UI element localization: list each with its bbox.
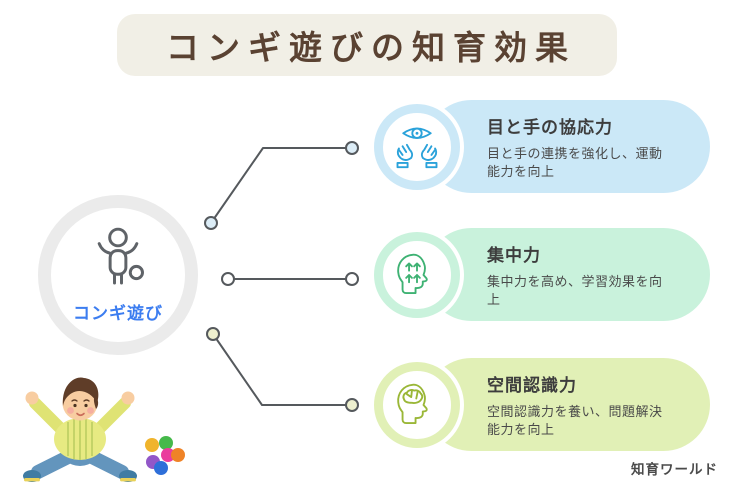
konggi-ball	[154, 461, 168, 475]
child-arms-raised-illustration	[23, 377, 137, 482]
head-arrows-icon	[397, 253, 428, 294]
effect-badge	[370, 358, 464, 452]
effect-title: 集中力	[487, 246, 541, 265]
effect-box-spatial: 空間認識力 空間認識力を養い、問題解決 能力を向上	[425, 358, 710, 451]
effect-badge	[370, 100, 464, 194]
head-brain-icon	[397, 383, 428, 424]
konggi-ball	[145, 438, 159, 452]
effect-badge	[370, 228, 464, 322]
konggi-ball	[159, 436, 173, 450]
brand-label: 知育ワールド	[631, 462, 718, 477]
konggi-ball	[171, 448, 185, 462]
title-banner: コンギ遊びの知育効果	[117, 14, 617, 76]
effect-box-eye-hand: 目と手の協応力 目と手の連携を強化し、運動 能力を向上	[425, 100, 710, 193]
person-with-ball-icon	[97, 227, 144, 284]
effect-box-concentration: 集中力 集中力を高め、学習効果を向 上	[425, 228, 710, 321]
eye-hands-icon	[396, 127, 438, 169]
hub-circle: コンギ遊び	[38, 195, 198, 355]
effect-title: 目と手の協応力	[487, 118, 613, 137]
page-title: コンギ遊びの知育効果	[166, 29, 576, 66]
effect-title: 空間認識力	[487, 376, 577, 395]
hub-label: コンギ遊び	[73, 303, 163, 323]
effect-description: 空間認識力を養い、問題解決 能力を向上	[487, 404, 663, 437]
effect-description: 目と手の連携を強化し、運動 能力を向上	[487, 146, 663, 179]
effect-description: 集中力を高め、学習効果を向 上	[487, 274, 663, 307]
